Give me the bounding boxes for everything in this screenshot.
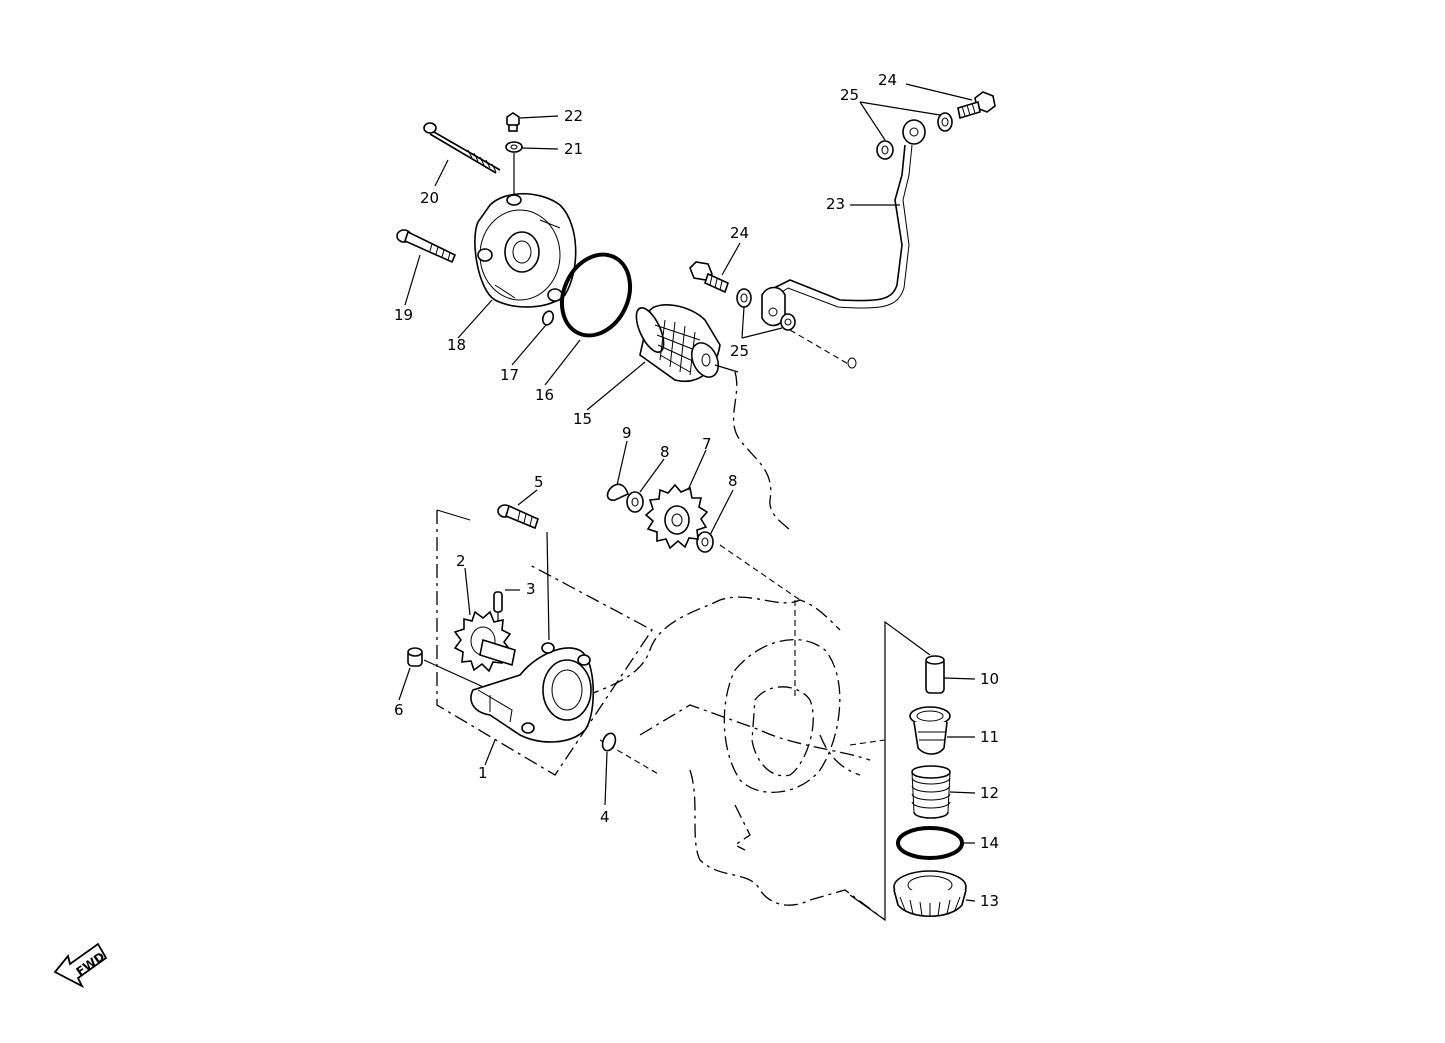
circlip-9 (606, 483, 629, 501)
label-23: 23 (826, 195, 845, 213)
plug-13 (893, 870, 967, 917)
fwd-arrow-icon: FWD (53, 942, 107, 989)
union-bolt-24-mid (689, 261, 729, 294)
label-24-top: 24 (878, 71, 897, 89)
washer-8-left (626, 491, 644, 513)
filter-cover-18 (474, 192, 577, 308)
o-ring-4 (601, 732, 617, 752)
label-9: 9 (622, 424, 632, 442)
label-1: 1 (478, 764, 488, 782)
oil-passage-hole (847, 357, 857, 369)
label-5: 5 (534, 473, 544, 491)
label-10: 10 (980, 670, 999, 688)
leader-lines (398, 83, 976, 902)
label-11: 11 (980, 728, 999, 746)
oil-pump-1 (470, 642, 595, 743)
label-2: 2 (456, 552, 466, 570)
plunger-10 (925, 655, 945, 694)
leader-6-pump (423, 659, 491, 691)
bolt-19 (396, 229, 457, 264)
o-ring-16 (559, 252, 633, 338)
label-16: 16 (535, 386, 554, 404)
label-13: 13 (980, 892, 999, 910)
label-22: 22 (564, 107, 583, 125)
label-4: 4 (600, 808, 610, 826)
spring-12 (911, 765, 951, 819)
label-8-right: 8 (728, 472, 738, 490)
oil-pipe-23 (761, 119, 926, 327)
label-7: 7 (702, 435, 712, 453)
oil-filter-15 (635, 304, 739, 382)
label-24-mid: 24 (730, 224, 749, 242)
valve-seat-11 (909, 706, 951, 755)
nut-22 (506, 112, 520, 132)
gear-shaft-2 (479, 638, 516, 667)
crankcase-outline (559, 329, 886, 921)
label-15: 15 (573, 410, 592, 428)
label-25-top: 25 (840, 86, 859, 104)
label-14: 14 (980, 834, 999, 852)
label-6: 6 (394, 701, 404, 719)
label-8-left: 8 (660, 443, 670, 461)
label-19: 19 (394, 306, 413, 324)
bolt-5 (497, 504, 539, 530)
dowel-pin-6 (407, 647, 423, 667)
label-18: 18 (447, 336, 466, 354)
label-21: 21 (564, 140, 583, 158)
washer-8-right (696, 531, 714, 553)
washer-21 (505, 141, 523, 153)
label-12: 12 (980, 784, 999, 802)
oil-pump-assembly-bracket (436, 509, 653, 776)
label-17: 17 (500, 366, 519, 384)
label-25-bottom: 25 (730, 342, 749, 360)
washers-25 (736, 112, 953, 331)
label-20: 20 (420, 189, 439, 207)
relief-valve-bracket (849, 620, 931, 922)
o-ring-17 (541, 310, 555, 326)
label-3: 3 (526, 580, 536, 598)
o-ring-14 (896, 826, 964, 860)
leader-5 (546, 531, 550, 641)
union-bolt-24-top (957, 91, 996, 120)
bolt-20 (423, 122, 501, 174)
part-labels: 1 2 3 4 5 6 7 8 8 9 10 11 12 13 14 15 16… (394, 71, 999, 910)
pin-3 (493, 591, 503, 613)
gear-7 (644, 483, 709, 550)
